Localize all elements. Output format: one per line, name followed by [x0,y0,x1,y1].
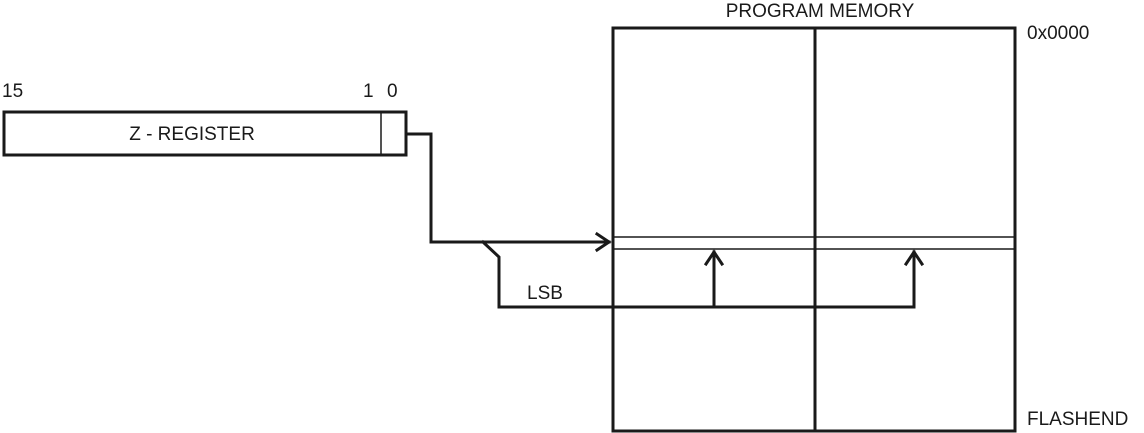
bit-1-label: 1 [363,81,374,102]
bit-15-label: 15 [2,81,23,102]
z-register-label: Z - REGISTER [129,124,255,145]
bit-0-label: 0 [387,81,398,102]
program-memory-block [611,26,1017,433]
address-path-line [404,132,611,244]
lsb-label: LSB [527,283,563,304]
program-memory-title: PROGRAM MEMORY [726,1,915,22]
end-address-label: FLASHEND [1027,409,1128,430]
start-address-label: 0x0000 [1027,23,1089,44]
high-byte-arrow-head [903,249,925,267]
lsb-select-line [480,239,916,309]
address-arrow-head [594,231,612,253]
low-byte-arrow-head [703,249,725,267]
